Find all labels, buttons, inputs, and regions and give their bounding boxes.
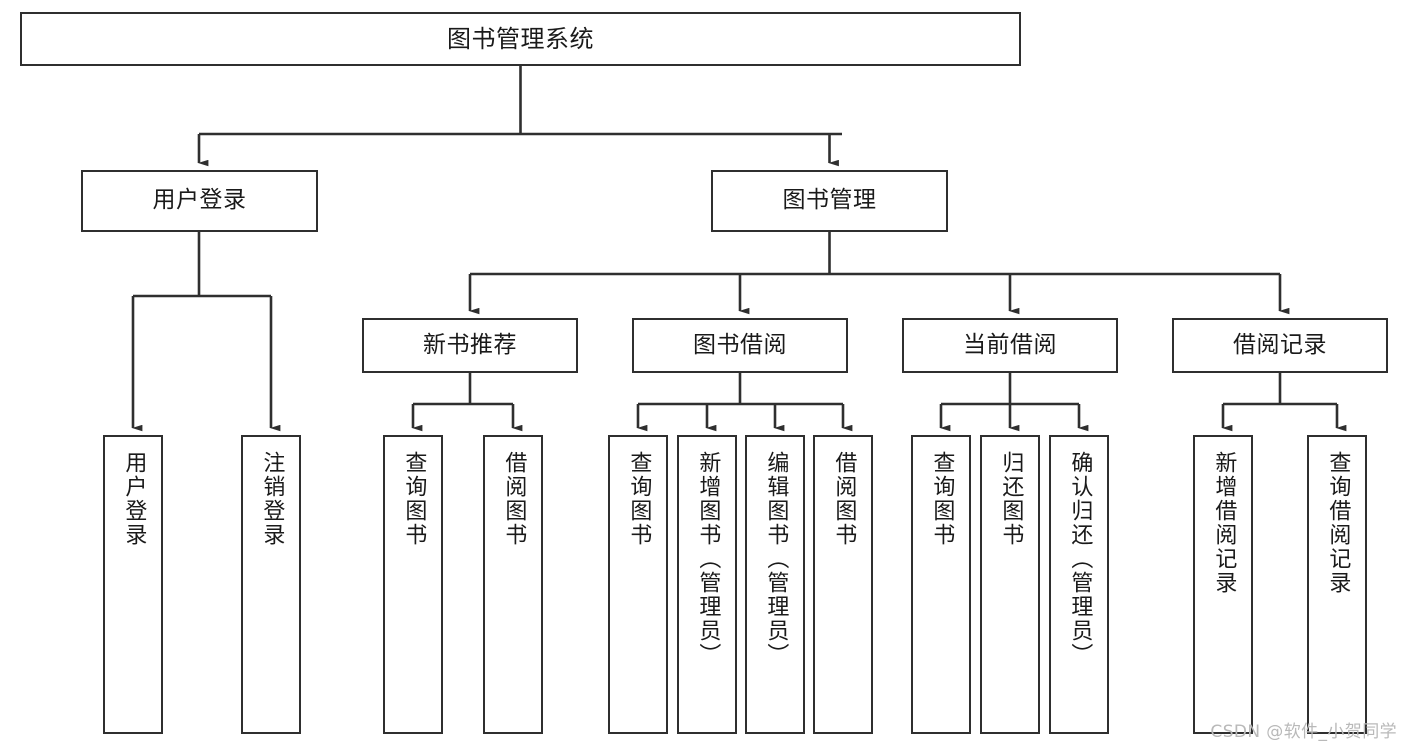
- node-label: 查询借阅记录: [1325, 451, 1351, 595]
- leaf-add-book-admin[interactable]: 新增图书（管理员）: [677, 435, 737, 734]
- node-current-borrow[interactable]: 当前借阅: [902, 318, 1118, 373]
- node-label: 图书管理系统: [447, 24, 594, 53]
- node-root-system[interactable]: 图书管理系统: [20, 12, 1021, 66]
- node-label: 借阅记录: [1233, 331, 1327, 358]
- node-label: 编辑图书（管理员）: [763, 451, 789, 667]
- node-label: 图书管理: [782, 187, 877, 214]
- node-label: 新书推荐: [423, 331, 517, 358]
- node-label: 查询图书: [626, 451, 652, 547]
- node-new-book-recommend[interactable]: 新书推荐: [362, 318, 578, 373]
- node-label: 归还图书: [998, 451, 1024, 547]
- leaf-edit-book-admin[interactable]: 编辑图书（管理员）: [745, 435, 805, 734]
- leaf-user-logout[interactable]: 注销登录: [241, 435, 301, 734]
- node-label: 当前借阅: [963, 331, 1057, 358]
- node-label: 确认归还（管理员）: [1067, 451, 1093, 667]
- leaf-query-book-current[interactable]: 查询图书: [911, 435, 971, 734]
- node-label: 查询图书: [401, 451, 427, 547]
- csdn-watermark: CSDN @软件_小贺同学: [1210, 722, 1397, 742]
- node-user-login[interactable]: 用户登录: [81, 170, 318, 232]
- node-label: 新增借阅记录: [1211, 451, 1237, 595]
- node-label: 用户登录: [152, 187, 247, 214]
- node-book-manage[interactable]: 图书管理: [711, 170, 948, 232]
- node-borrow-record[interactable]: 借阅记录: [1172, 318, 1388, 373]
- node-label: 注销登录: [259, 451, 285, 547]
- leaf-borrow-book[interactable]: 借阅图书: [813, 435, 873, 734]
- leaf-borrow-book-rec[interactable]: 借阅图书: [483, 435, 543, 734]
- leaf-query-book-borrow[interactable]: 查询图书: [608, 435, 668, 734]
- node-label: 借阅图书: [831, 451, 857, 547]
- node-label: 新增图书（管理员）: [695, 451, 721, 667]
- node-book-borrow[interactable]: 图书借阅: [632, 318, 848, 373]
- leaf-confirm-return-admin[interactable]: 确认归还（管理员）: [1049, 435, 1109, 734]
- leaf-user-login[interactable]: 用户登录: [103, 435, 163, 734]
- leaf-query-borrow-record[interactable]: 查询借阅记录: [1307, 435, 1367, 734]
- node-label: 查询图书: [929, 451, 955, 547]
- node-label: 图书借阅: [693, 331, 787, 358]
- leaf-add-borrow-record[interactable]: 新增借阅记录: [1193, 435, 1253, 734]
- node-label: 借阅图书: [501, 451, 527, 547]
- leaf-query-book-rec[interactable]: 查询图书: [383, 435, 443, 734]
- node-label: 用户登录: [121, 451, 147, 547]
- leaf-return-book[interactable]: 归还图书: [980, 435, 1040, 734]
